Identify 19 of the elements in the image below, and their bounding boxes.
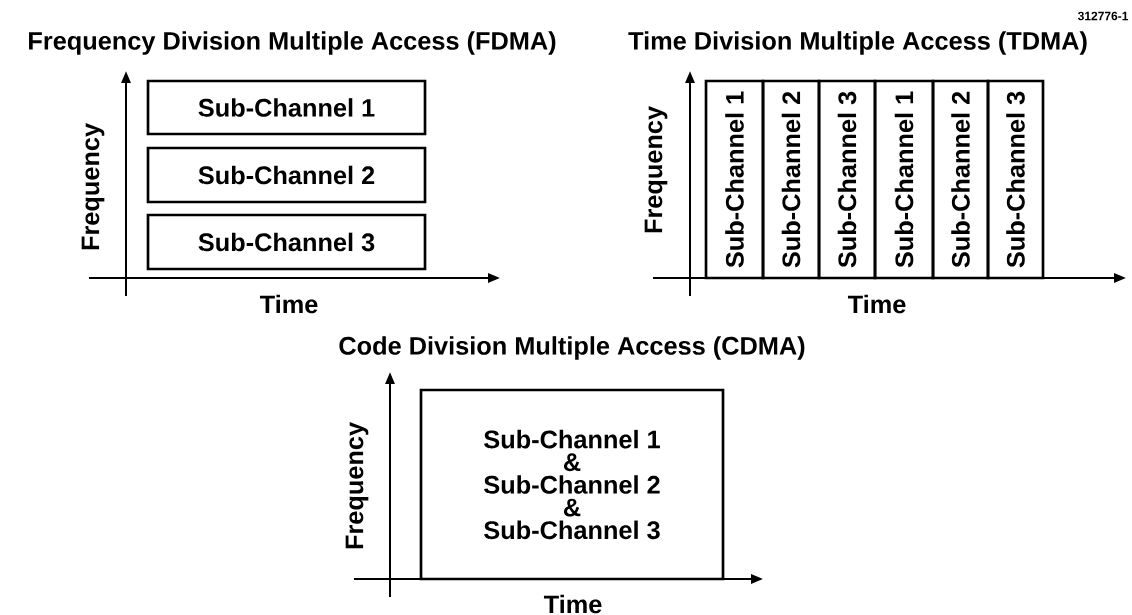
axis-label: Time <box>847 294 906 314</box>
channel-box: Sub-Channel 1 <box>704 79 765 280</box>
axis-label: Frequency <box>81 123 105 250</box>
channel-box: Sub-Channel 2 <box>931 79 990 280</box>
channel-box: Sub-Channel 3 <box>817 79 877 280</box>
channel-box: Sub-Channel 1 <box>873 79 935 280</box>
channel-box: Sub-Channel 1 <box>146 79 427 136</box>
channel-box: Sub-Channel 3 <box>146 213 427 271</box>
axis-label: Time <box>259 294 318 314</box>
figure-number: 312776-1 <box>1077 11 1129 21</box>
channel-box: Sub-Channel 2 <box>146 146 427 204</box>
channel-box: Sub-Channel 1 & Sub-Channel 2 & Sub-Channel 3 <box>419 388 725 581</box>
panel-title: Code Division Multiple Access (CDMA) <box>339 336 805 360</box>
axis-label: Frequency <box>644 106 668 233</box>
axis-label: Frequency <box>345 422 369 549</box>
panel-title: Time Division Multiple Access (TDMA) <box>628 31 1087 55</box>
channel-box: Sub-Channel 2 <box>761 79 821 280</box>
channel-box: Sub-Channel 3 <box>986 79 1045 280</box>
panel-title: Frequency Division Multiple Access (FDMA) <box>29 31 556 55</box>
